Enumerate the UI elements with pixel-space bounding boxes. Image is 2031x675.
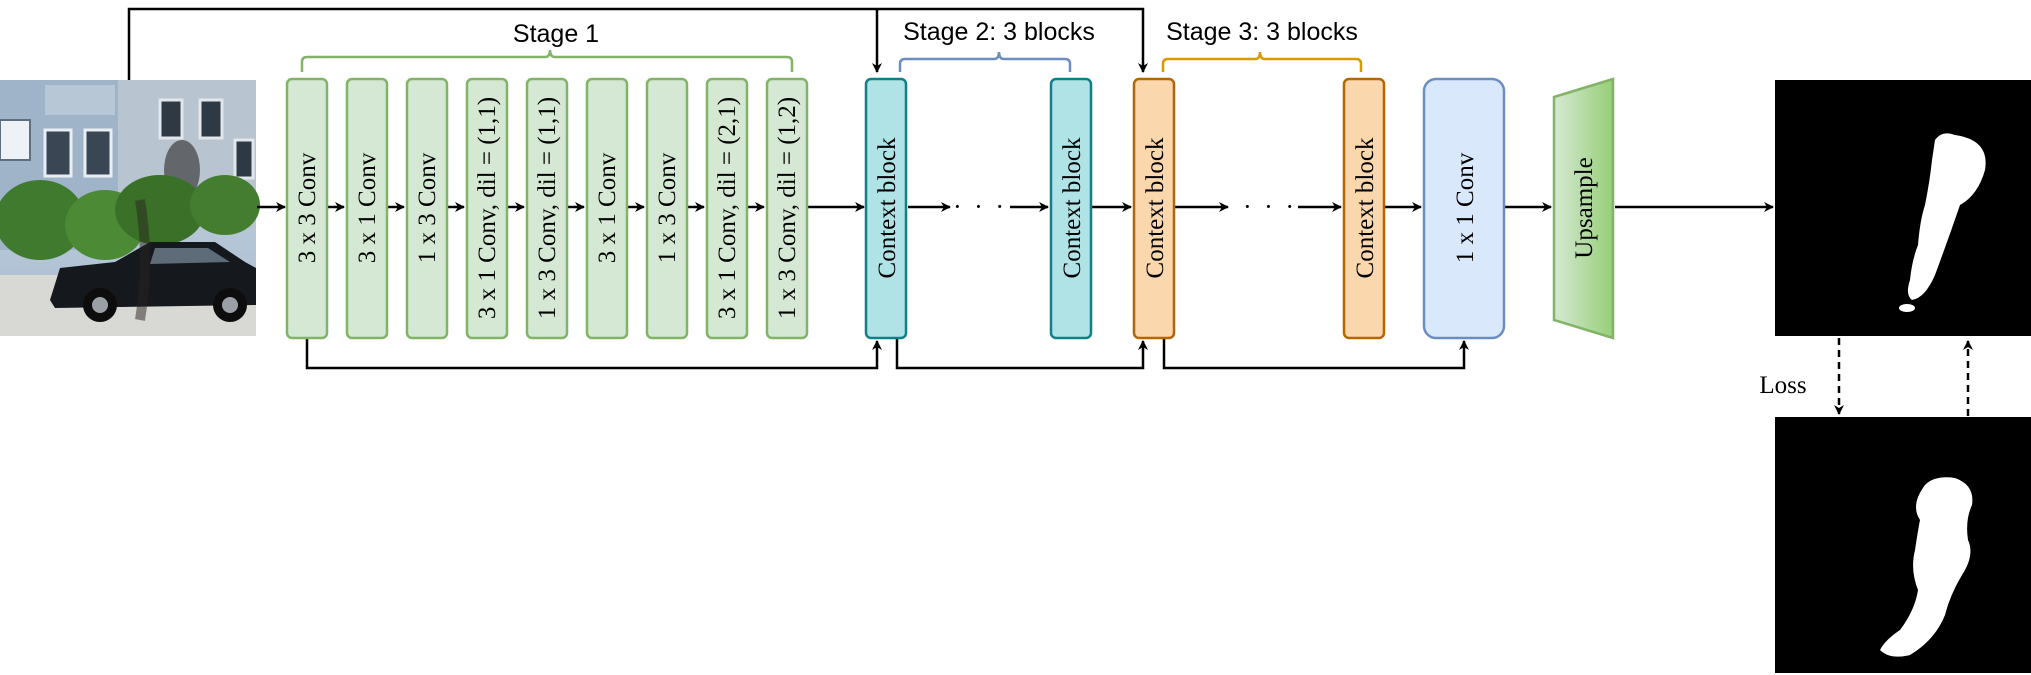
stage3-block-1-label: Context block — [1142, 137, 1169, 278]
stage1-brace — [300, 49, 794, 72]
layer-2: 3 x 1 Conv — [345, 77, 389, 340]
final-conv-block: 1 x 1 Conv — [1422, 77, 1506, 340]
layer-6: 3 x 1 Conv — [585, 77, 629, 340]
layer-7: 1 x 3 Conv — [645, 77, 689, 340]
layer-9: 1 x 3 Conv, dil = (1,2) — [765, 77, 809, 340]
stage2-block-1: Context block — [864, 77, 908, 340]
layer-4-label: 3 x 1 Conv, dil = (1,1) — [474, 97, 501, 319]
stage2-block-3: Context block — [1049, 77, 1093, 340]
stage2-brace — [898, 51, 1072, 72]
ground-truth-mask — [1775, 417, 2031, 673]
prediction-mask — [1775, 80, 2031, 336]
layer-5-label: 1 x 3 Conv, dil = (1,1) — [534, 97, 561, 319]
loss-arrows — [1834, 338, 1973, 416]
layer-1-label: 3 x 3 Conv — [294, 152, 321, 263]
layer-4: 3 x 1 Conv, dil = (1,1) — [465, 77, 509, 340]
stage3-ellipsis: · · · — [1243, 192, 1297, 221]
stage1-label: Stage 1 — [513, 20, 599, 48]
stage2-block-1-label: Context block — [874, 137, 901, 278]
layer-9-label: 1 x 3 Conv, dil = (1,2) — [774, 97, 801, 319]
stage3-block-3-label: Context block — [1352, 137, 1379, 278]
stage3-brace — [1161, 51, 1363, 72]
stage2-block-3-label: Context block — [1059, 137, 1086, 278]
stage1-layers: 3 x 3 Conv 3 x 1 Conv 1 x 3 Conv 3 x 1 C… — [285, 77, 809, 340]
final-conv-label: 1 x 1 Conv — [1452, 152, 1479, 263]
stage2-ellipsis: · · · — [953, 192, 1007, 221]
loss-label: Loss — [1759, 372, 1806, 399]
stage3-label: Stage 3: 3 blocks — [1166, 18, 1358, 46]
stage3-block-1: Context block — [1132, 77, 1176, 340]
layer-5: 1 x 3 Conv, dil = (1,1) — [525, 77, 569, 340]
layer-2-label: 3 x 1 Conv — [354, 152, 381, 263]
bottom-skip-lines — [305, 338, 1469, 370]
layer-8: 3 x 1 Conv, dil = (2,1) — [705, 77, 749, 340]
upsample-block: Upsample — [1552, 77, 1615, 340]
layer-1: 3 x 3 Conv — [285, 77, 329, 340]
input-photo — [0, 80, 260, 336]
layer-7-label: 1 x 3 Conv — [654, 152, 681, 263]
layer-3: 1 x 3 Conv — [405, 77, 449, 340]
stage3-block-3: Context block — [1342, 77, 1386, 340]
stage2-label: Stage 2: 3 blocks — [903, 18, 1095, 46]
layer-8-label: 3 x 1 Conv, dil = (2,1) — [714, 97, 741, 319]
layer-3-label: 1 x 3 Conv — [414, 152, 441, 263]
layer-6-label: 3 x 1 Conv — [594, 152, 621, 263]
top-skip-lines — [127, 7, 1148, 80]
upsample-label: Upsample — [1571, 157, 1598, 258]
